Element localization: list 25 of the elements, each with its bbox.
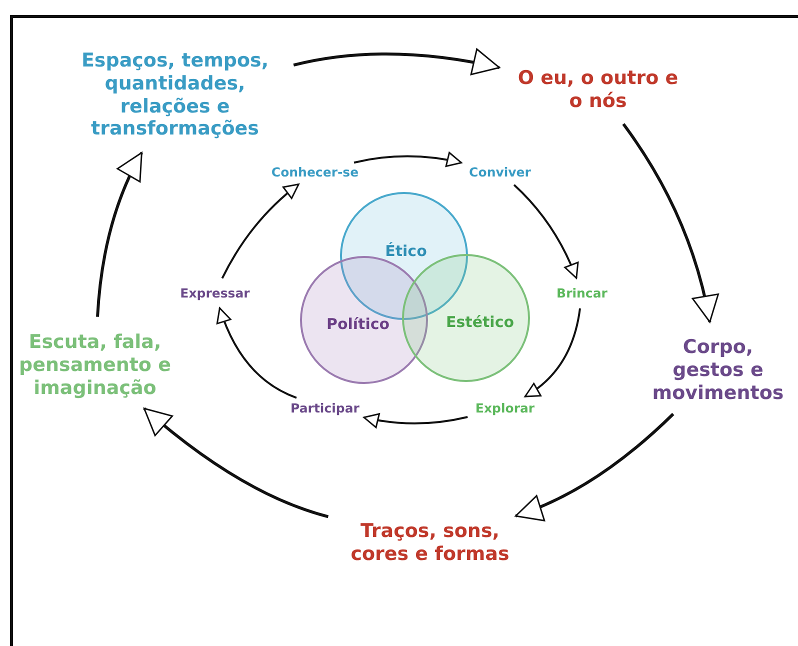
field-label: Traços, sons, cores e formas (340, 520, 520, 566)
action-label: Conhecer-se (271, 164, 359, 180)
field-label: Corpo, gestos e movimentos (648, 336, 788, 404)
arrow (514, 412, 674, 521)
arrow (216, 307, 297, 399)
arrow (143, 407, 329, 518)
circle-label: Político (326, 315, 390, 333)
action-label: Participar (290, 400, 360, 416)
action-label: Explorar (475, 400, 535, 416)
arrow (622, 123, 718, 323)
action-label: Conviver (469, 164, 531, 180)
arrow (96, 152, 144, 317)
arrow (293, 48, 500, 76)
arrow (221, 184, 300, 279)
arrow (363, 412, 468, 428)
field-label: Escuta, fala, pensamento e imaginação (8, 330, 182, 400)
arrow (524, 308, 581, 398)
circle-label: Estético (446, 313, 514, 331)
arrow (513, 184, 578, 279)
circle-label: Ético (385, 242, 427, 260)
action-label: Brincar (556, 286, 608, 300)
arrow (354, 152, 462, 168)
field-label: O eu, o outro e o nós (513, 67, 683, 113)
field-label: Espaços, tempos, quantidades, relações e transformações (70, 49, 280, 141)
action-label: Expressar (180, 286, 250, 300)
